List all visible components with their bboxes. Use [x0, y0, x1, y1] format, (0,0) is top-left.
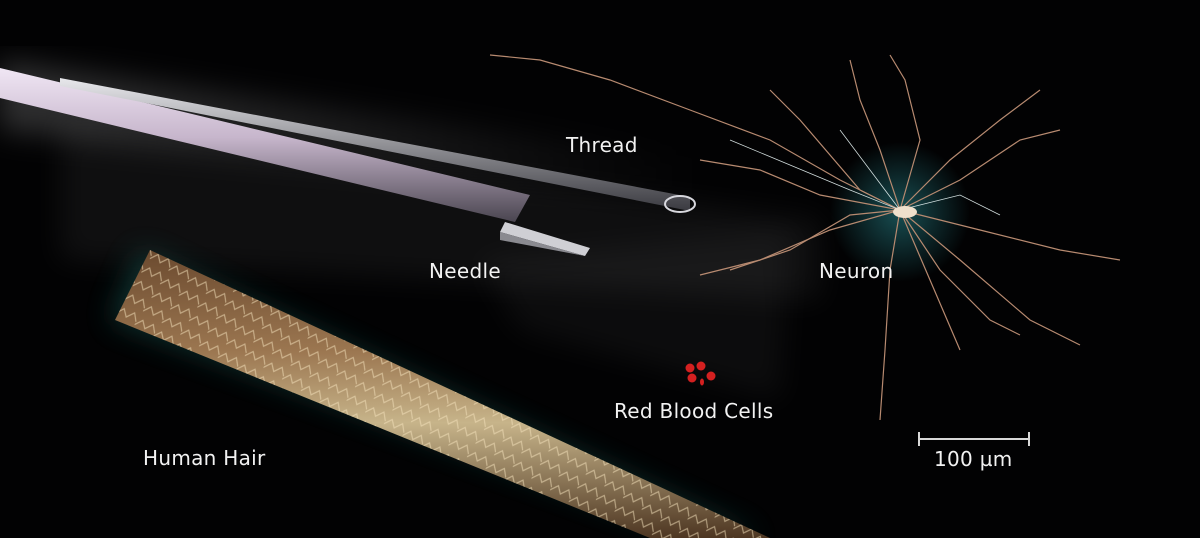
scale-bar-line: [918, 438, 1030, 440]
neuron-illustration: [489, 54, 1121, 421]
light-beam-effect: [0, 60, 820, 400]
scale-bar-tick-left: [918, 432, 920, 446]
scale-bar-label: 100 µm: [934, 447, 1013, 471]
label-human-hair: Human Hair: [143, 446, 266, 470]
scale-bar: [918, 432, 1030, 446]
human-hair-illustration: [110, 250, 770, 538]
label-needle: Needle: [429, 259, 501, 283]
scale-bar-tick-right: [1028, 432, 1030, 446]
red-blood-cells-illustration: [685, 361, 716, 386]
label-red-blood-cells: Red Blood Cells: [614, 399, 774, 423]
label-neuron: Neuron: [819, 259, 894, 283]
label-thread: Thread: [566, 133, 638, 157]
thread-illustration: [60, 78, 696, 213]
needle-illustration: [0, 68, 590, 256]
